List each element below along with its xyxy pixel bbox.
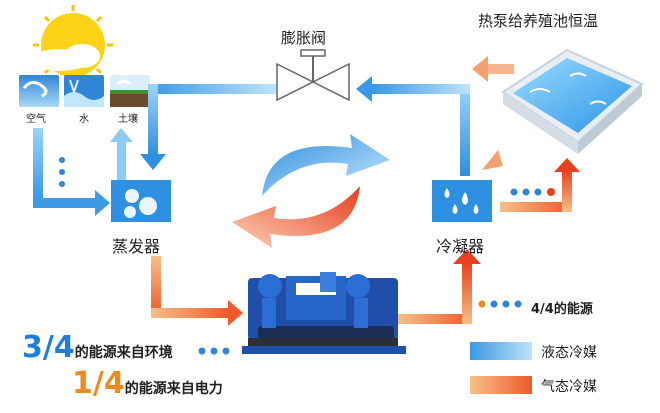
liquid-refrigerant-loop [140, 76, 470, 176]
electric-share-line: 1/4的能源来自电力 [72, 366, 223, 401]
legend-swatch-liquid [470, 342, 532, 360]
cycle-swirl-icon [232, 134, 390, 248]
evaporator-unit [111, 180, 171, 222]
electric-share-text: 的能源来自电力 [124, 381, 223, 397]
gas-refrigerant-to-compressor [151, 256, 243, 326]
sun-icon [30, 5, 113, 85]
heat-pump-compressor-unit [242, 272, 406, 354]
soil-icon [110, 75, 150, 107]
environment-flow-arrow [33, 128, 110, 216]
energy-dots [478, 300, 522, 308]
fish-pool-icon [501, 48, 644, 154]
environment-share-text: 的能源来自环境 [74, 345, 173, 361]
heat-to-pool-arrow [500, 158, 580, 212]
environment-share-line: 3/4的能源来自环境 [22, 330, 173, 365]
source-label-water: 水 [79, 114, 89, 125]
pool-title: 热泵给养殖池恒温 [478, 12, 599, 30]
water-icon [64, 75, 104, 107]
legend-label-liquid: 液态冷媒 [541, 345, 597, 361]
expansion-valve-label: 膨胀阀 [281, 29, 327, 47]
pool-return-arrow [472, 56, 514, 170]
evaporator-up-arrow [110, 128, 133, 180]
environment-share-fraction: 3/4 [22, 330, 75, 365]
total-energy-label: 4/4的能源 [531, 302, 593, 317]
evaporator-label: 蒸发器 [112, 237, 161, 256]
source-label-soil: 土壤 [118, 114, 138, 125]
electric-share-fraction: 1/4 [72, 366, 125, 401]
environment-dots [198, 347, 230, 355]
legend-label-gas: 气态冷媒 [541, 379, 597, 395]
expansion-valve-icon [276, 49, 350, 102]
gas-refrigerant-to-condenser [398, 249, 481, 324]
legend-swatch-gas [470, 376, 532, 394]
air-icon [19, 75, 59, 107]
source-label-air: 空气 [26, 114, 46, 125]
condenser-unit [432, 180, 492, 222]
condenser-label: 冷凝器 [436, 237, 485, 256]
